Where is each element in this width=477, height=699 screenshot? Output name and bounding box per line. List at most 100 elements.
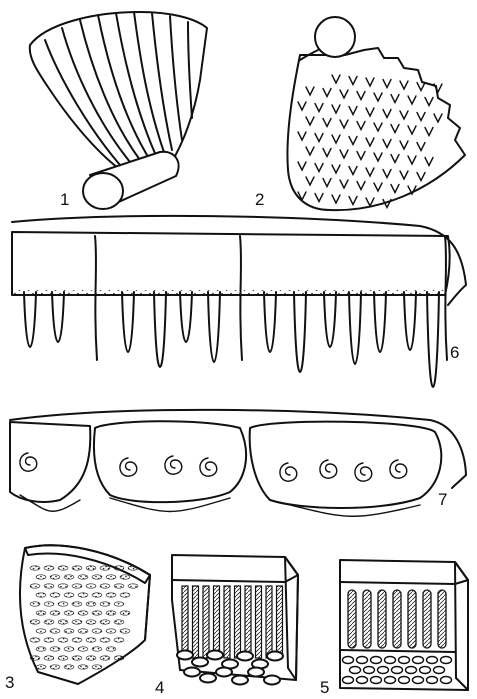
pore [86,584,96,588]
pore [86,602,96,606]
tube-column [393,590,401,648]
cell [441,657,452,664]
cell [343,677,354,684]
pore [78,593,88,597]
pore [44,602,54,606]
pore [114,584,124,588]
figure-5-walled-block [340,560,468,690]
scale-mark [374,153,382,161]
pore [30,656,40,660]
septum [445,236,447,360]
cell [420,667,431,674]
figure-6-section-spines [12,216,466,387]
pore [30,584,40,588]
pore [44,566,54,570]
coil [165,456,182,474]
coil [280,463,297,481]
spine [24,292,36,347]
pore [86,656,96,660]
pore [44,584,54,588]
scale-mark [425,158,433,166]
pore [114,566,124,570]
septum [95,236,97,360]
label-7: 7 [438,490,447,509]
tube-column [438,590,446,648]
cell [385,657,396,664]
spine [294,292,306,372]
pore [86,620,96,624]
figure-1-plate-fan [30,12,207,209]
figure-4-tube-block [172,555,298,685]
pore [128,566,138,570]
scale-mark [315,194,323,202]
scale-mark [315,164,323,172]
pore [78,665,88,669]
pore [92,575,102,579]
cell [357,677,368,684]
pore [58,584,68,588]
scale-mark [408,126,416,134]
pore [100,566,110,570]
pore [58,566,68,570]
label-6: 6 [450,343,459,362]
pore [106,611,116,615]
scale-mark [425,128,433,136]
pore [120,593,130,597]
spine [180,292,192,342]
pore [44,656,54,660]
pore [30,620,40,624]
pore [106,593,116,597]
pore [114,638,124,642]
tube-end [207,651,223,660]
spine [208,292,220,362]
scale-mark [306,147,314,155]
tube [245,586,251,658]
label-3: 3 [5,673,14,692]
pore [50,611,60,615]
coil [20,453,37,471]
pore [78,575,88,579]
pore [58,602,68,606]
pore [86,566,96,570]
tube-end [192,658,208,667]
tube [256,586,262,658]
spine [324,292,336,347]
pore [92,611,102,615]
pore [128,584,138,588]
pore [30,566,40,570]
pore [120,611,130,615]
pore [72,566,82,570]
pore-pattern [30,566,138,669]
pore [72,638,82,642]
pore [78,611,88,615]
pore [120,575,130,579]
pore [36,611,46,615]
cell [413,677,424,684]
scale-mark [374,183,382,191]
scale-mark [332,75,340,83]
scale-mark [332,165,340,173]
pore [64,575,74,579]
scale-mark [332,195,340,203]
pore [92,665,102,669]
scale-mark [400,81,408,89]
scale-mark [374,123,382,131]
scale-mark [383,140,391,148]
label-4: 4 [155,678,164,697]
spine [154,292,166,367]
spine [374,292,386,352]
tube-end [264,676,280,685]
scale-mark [357,182,365,190]
coil [320,460,337,478]
pore [106,647,116,651]
scale-mark [306,87,314,95]
tube [193,586,199,658]
tube [235,586,241,658]
cell [427,657,438,664]
pore [58,620,68,624]
scale-mark [400,171,408,179]
pore [114,602,124,606]
scale-mark [323,89,331,97]
scale-mark [366,108,374,116]
